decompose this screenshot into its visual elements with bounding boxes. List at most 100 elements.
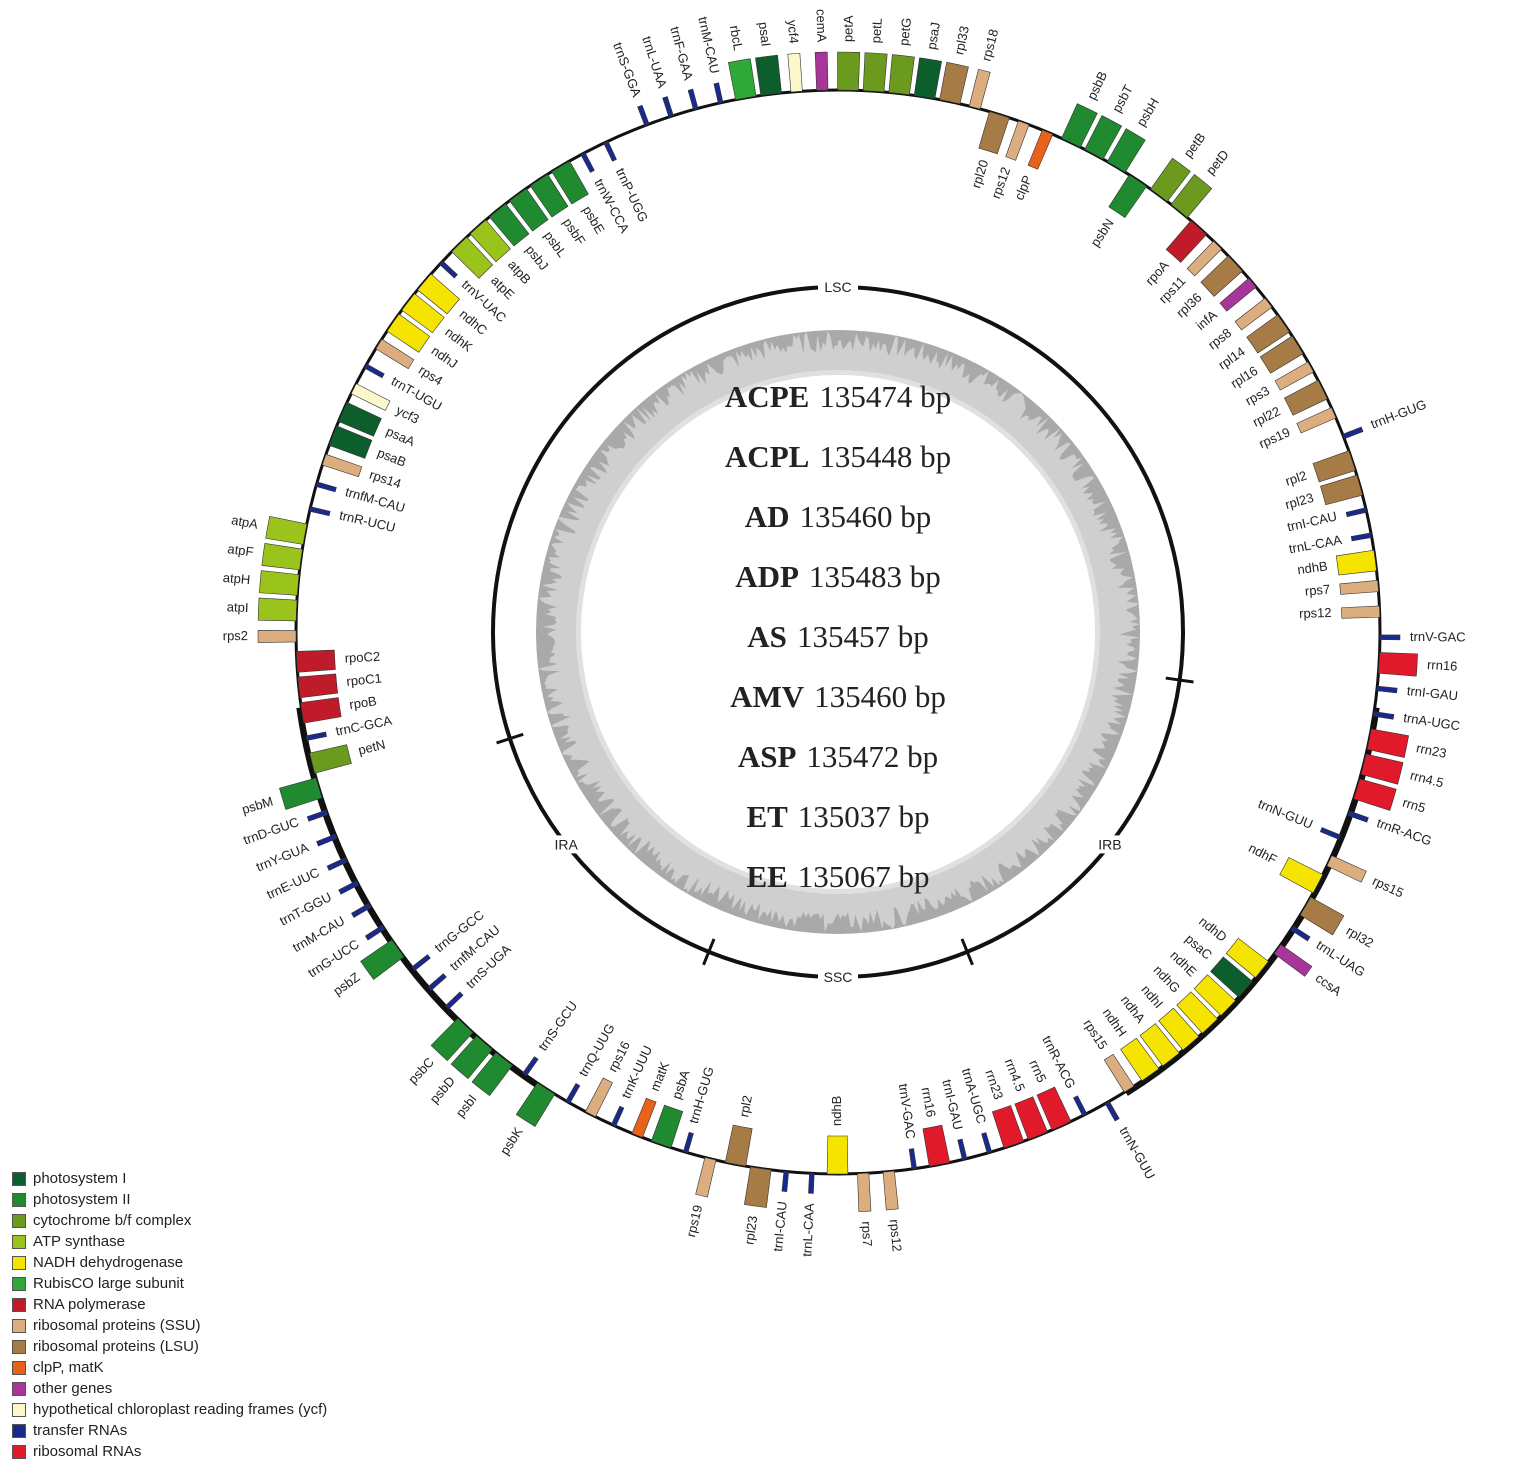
gene-psbi-label: psbI — [453, 1092, 480, 1121]
gene-ndhg-block — [1176, 991, 1218, 1034]
genome-size: 135472 bp — [806, 739, 938, 774]
gene-peta-block — [837, 51, 861, 91]
gene-ndhe-block — [1193, 974, 1236, 1016]
gene-trne-uuc-block — [326, 857, 348, 871]
genome-name: ACPL — [725, 439, 809, 474]
region-label-lsc-group: LSC — [818, 278, 858, 296]
gene-psbh-block — [1106, 128, 1146, 173]
gene-rrn4-5-label: rrn4.5 — [1409, 768, 1446, 791]
gene-rps19-label: rps19 — [1257, 424, 1293, 451]
gene-rpl32-label: rpl32 — [1344, 923, 1377, 951]
legend-item: NADH dehydrogenase — [12, 1252, 327, 1273]
gene-trnl-uag-block — [1290, 925, 1311, 942]
gene-ndhf-label: ndhF — [1246, 840, 1279, 867]
gene-psaj-block — [913, 57, 942, 100]
region-label-bg — [818, 278, 858, 296]
gene-trns-gcu-block — [522, 1056, 539, 1077]
genome-name: AD — [745, 499, 790, 534]
gene-rps19-block — [695, 1157, 717, 1198]
gene-trni-gau-block — [957, 1138, 968, 1160]
gene-psbk-block — [515, 1082, 556, 1127]
genome-size: 135483 bp — [809, 559, 941, 594]
gene-psbz-block — [360, 939, 405, 980]
gene-rpl33-block — [939, 61, 969, 105]
legend-swatch — [12, 1444, 26, 1459]
gene-trnh-gug-block — [1342, 426, 1364, 440]
gene-ccsa-label: ccsA — [1313, 970, 1345, 999]
gene-psaj-label: psaJ — [924, 21, 943, 51]
legend-swatch — [12, 1339, 26, 1354]
region-label-irb-group: IRB — [1089, 835, 1130, 854]
gene-rrn16-label: rrn16 — [919, 1086, 939, 1119]
gene-trnh-gug-label: trnH-GUG — [1368, 397, 1428, 432]
genome-entry: ASP 135472 bp — [738, 739, 938, 774]
gene-trnfm-cau-block — [427, 973, 447, 991]
gene-ndhh-block — [1120, 1037, 1160, 1082]
legend-item: photosystem II — [12, 1189, 327, 1210]
legend-swatch — [12, 1192, 26, 1207]
gene-trnr-acg-block — [1347, 810, 1369, 823]
legend-label: cytochrome b/f complex — [33, 1212, 192, 1229]
gene-trni-gau-label: trnI-GAU — [939, 1078, 966, 1131]
legend-label: ATP synthase — [33, 1233, 125, 1250]
gene-rps7-block — [857, 1172, 872, 1212]
gene-rps12-block — [882, 1170, 899, 1211]
gene-rps7-block — [1339, 579, 1379, 595]
legend-swatch — [12, 1213, 26, 1228]
center-fill — [581, 375, 1095, 889]
gene-rps16-block — [585, 1077, 613, 1118]
region-label-ssc: SSC — [824, 969, 853, 985]
region-label-bg — [1089, 835, 1130, 854]
legend-swatch — [12, 1360, 26, 1375]
legend-item: ribosomal RNAs — [12, 1441, 327, 1462]
gene-ndha-block — [1139, 1023, 1180, 1067]
gene-trnl-caa-block — [1350, 532, 1373, 542]
gene-rpoc1-block — [297, 673, 339, 699]
gene-rps7-label: rps7 — [859, 1221, 875, 1247]
gene-trng-ucc-block — [364, 924, 386, 941]
gene-psbm-label: psbM — [240, 794, 275, 818]
region-boundary-tick — [702, 938, 716, 966]
gene-rpl22-block — [1283, 379, 1328, 416]
gene-ndhj-block — [386, 313, 431, 353]
legend-swatch — [12, 1381, 26, 1396]
legend-item: ATP synthase — [12, 1231, 327, 1252]
gene-trni-gau-block — [1376, 685, 1398, 694]
gene-rpl2-label: rpl2 — [736, 1094, 755, 1118]
gene-psbn-block — [1108, 174, 1147, 219]
gene-blocks — [257, 51, 1418, 1212]
gene-trna-ugc-block — [981, 1132, 993, 1154]
legend-label: RubisCO large subunit — [33, 1275, 184, 1292]
legend-label: ribosomal proteins (LSU) — [33, 1338, 199, 1355]
gene-trnv-uac-block — [439, 260, 458, 279]
gene-rpob-label: rpoB — [348, 693, 377, 712]
genome-name: ASP — [738, 739, 797, 774]
gene-trns-gcu-label: trnS-GCU — [535, 998, 580, 1053]
region-label-ira-group: IRA — [546, 835, 587, 854]
gene-rps12-label: rps12 — [1299, 605, 1332, 621]
legend-label: NADH dehydrogenase — [33, 1254, 184, 1271]
gene-rps2-label: rps2 — [223, 628, 248, 643]
legend-label: photosystem I — [33, 1170, 127, 1187]
gene-rps19-label: rps19 — [683, 1203, 705, 1238]
gene-rpl33-label: rpl33 — [951, 25, 972, 56]
gene-rpoc1-label: rpoC1 — [346, 670, 383, 689]
gene-rps12-block — [1005, 120, 1030, 161]
genome-size: 135460 bp — [814, 679, 946, 714]
gene-trni-cau-block — [781, 1170, 789, 1192]
gene-rrn4-5-block — [1360, 753, 1404, 785]
gene-petl-block — [862, 52, 888, 93]
gene-petd-label: petD — [1203, 147, 1232, 178]
gene-trnm-cau-block — [713, 82, 724, 104]
gene-psbt-block — [1084, 115, 1123, 160]
gene-atpa-block — [265, 515, 308, 545]
gene-rrn5-label: rrn5 — [1026, 1057, 1049, 1084]
gene-rps3-label: rps3 — [1243, 383, 1272, 408]
gene-rpl2-block — [724, 1124, 753, 1167]
legend-item: clpP, matK — [12, 1357, 327, 1378]
region-label-ira: IRA — [554, 836, 578, 852]
gene-petb-label: petB — [1180, 130, 1208, 160]
legend-swatch — [12, 1171, 26, 1186]
